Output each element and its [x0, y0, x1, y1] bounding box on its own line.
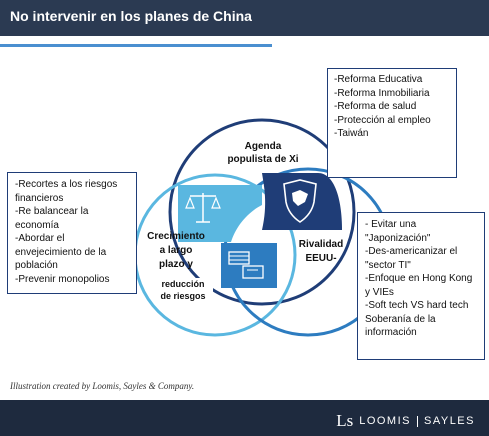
segment-left-top — [178, 185, 262, 242]
label-reduccion: reducción de riesgos — [153, 278, 213, 302]
label-agenda: Agenda populista de Xi — [227, 141, 299, 165]
logo-text-1: LOOMIS — [359, 415, 411, 427]
textbox-top-right: -Reforma Educativa -Reforma Inmobiliaria… — [327, 68, 457, 178]
illustration-caption: Illustration created by Loomis, Sayles &… — [10, 381, 195, 391]
circle-top — [168, 118, 356, 306]
card-flag-icon — [228, 251, 264, 279]
scales-icon — [185, 193, 221, 223]
shield-map-icon — [283, 179, 317, 223]
logo-text-2: SAYLES — [424, 415, 475, 427]
footer-bar: Ls LOOMIS SAYLES — [0, 400, 489, 436]
header-bar: No intervenir en los planes de China — [0, 0, 489, 36]
header-divider — [0, 44, 272, 47]
textbox-left: -Recortes a los riesgos financieros -Re … — [7, 172, 137, 294]
page-title: No intervenir en los planes de China — [10, 8, 252, 24]
label-crecimiento: Crecimiento a largo plazo y — [147, 231, 205, 270]
textbox-right: - Evitar una "Japonización" -Des-america… — [357, 212, 485, 360]
label-rivalidad: Rivalidad EEUU- — [298, 239, 344, 264]
company-logo: Ls LOOMIS SAYLES — [336, 411, 475, 431]
logo-mark: Ls — [336, 411, 354, 430]
logo-separator — [417, 415, 418, 427]
